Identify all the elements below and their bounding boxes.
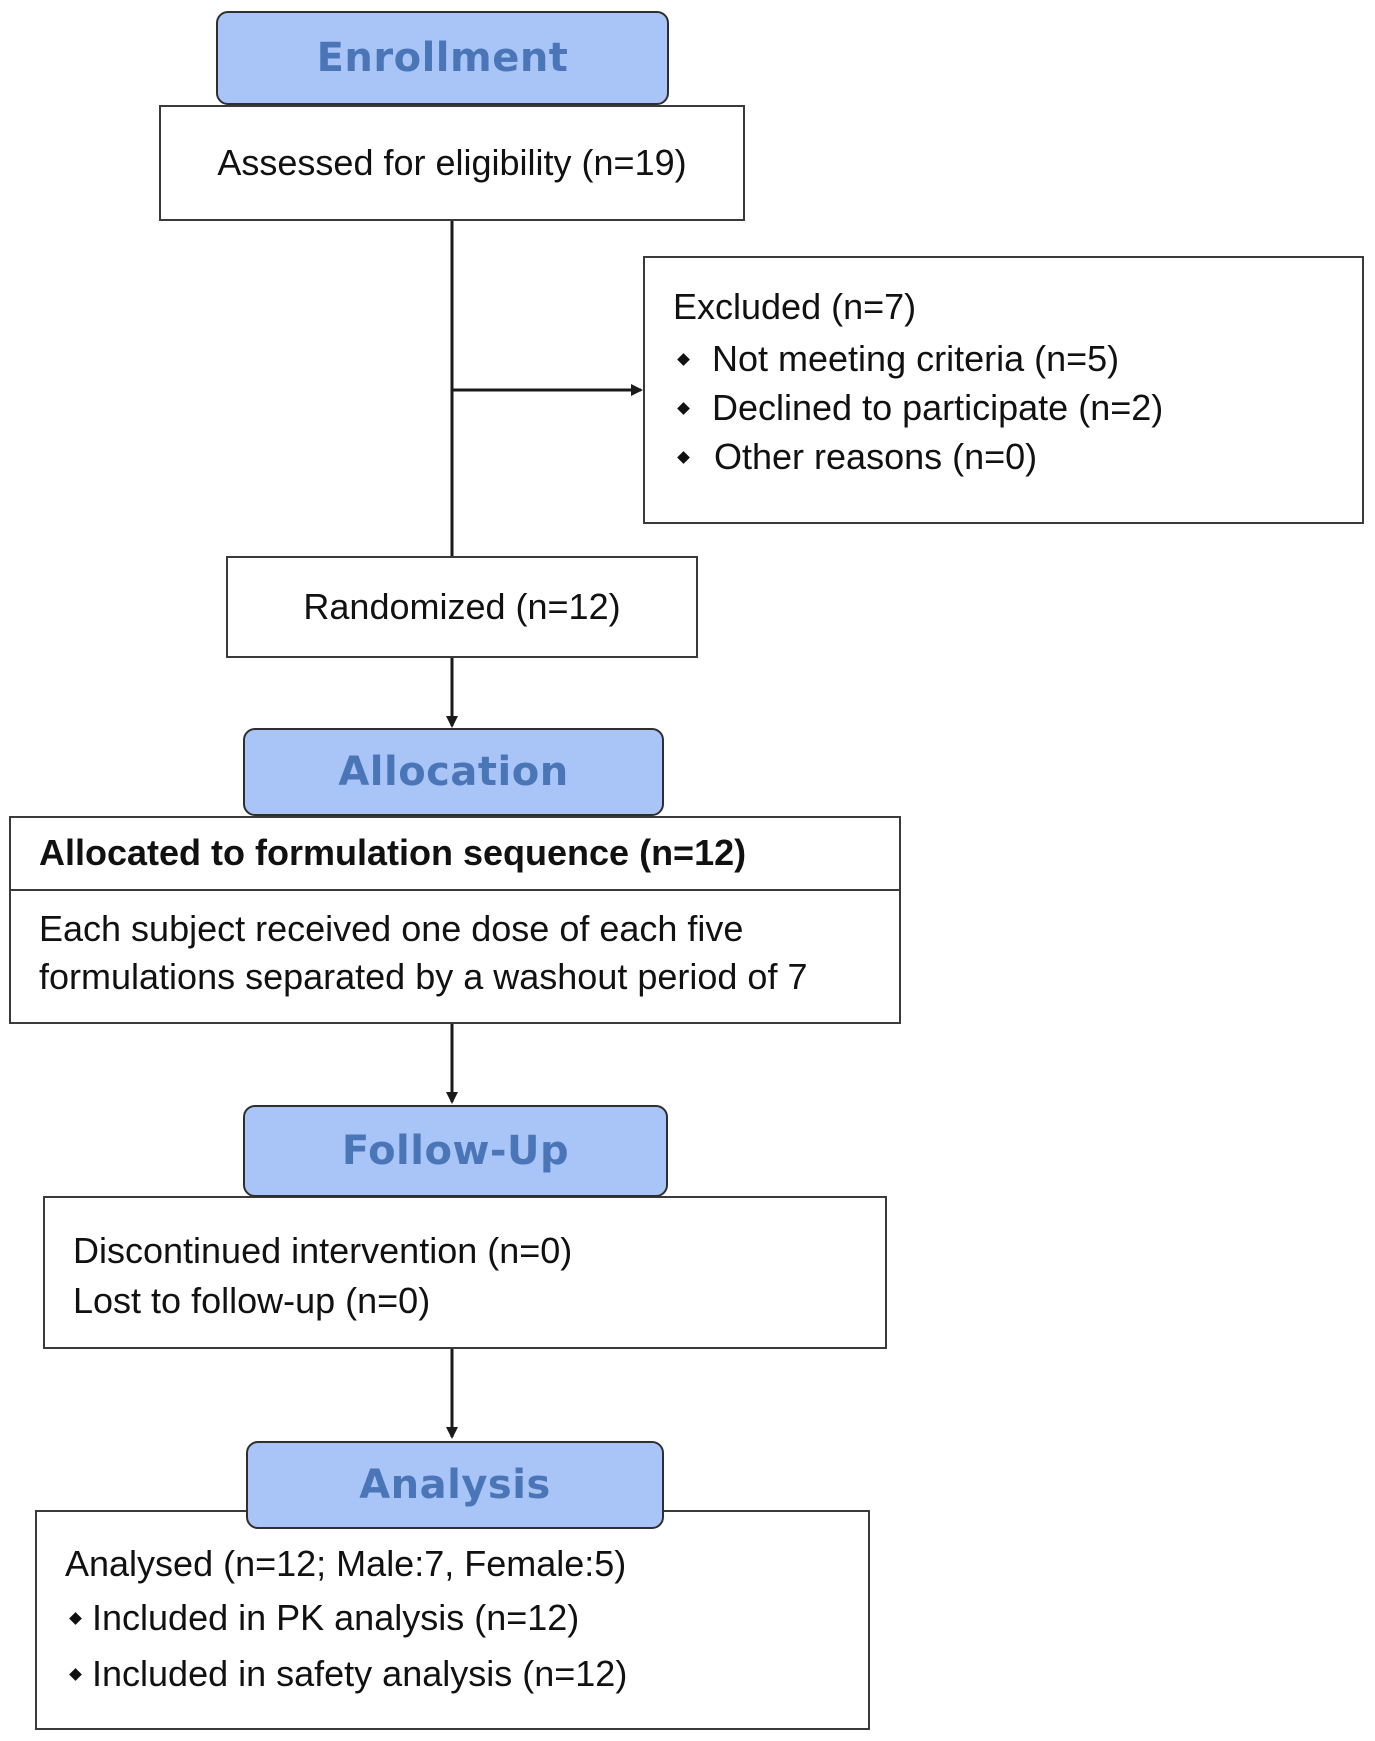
allocation-header: Allocated to formulation sequence (n=12): [11, 818, 899, 891]
bullet-icon: [69, 1611, 82, 1625]
assessed-box: Assessed for eligibility (n=19): [159, 105, 745, 221]
allocation-body: Each subject received one dose of each f…: [11, 891, 899, 1001]
analysis-box: Analysed (n=12; Male:7, Female:5) Includ…: [35, 1510, 870, 1730]
excluded-reason-item: Other reasons (n=0): [673, 433, 1362, 482]
excluded-reasons-list: Not meeting criteria (n=5) Declined to p…: [673, 335, 1362, 482]
excluded-reason-text: Other reasons (n=0): [714, 435, 1038, 477]
follow-up-line: Lost to follow-up (n=0): [73, 1280, 431, 1321]
follow-up-box: Discontinued intervention (n=0) Lost to …: [43, 1196, 887, 1349]
analysis-item-text: Included in safety analysis (n=12): [92, 1652, 628, 1694]
stage-enrollment: Enrollment: [216, 11, 669, 105]
randomized-box: Randomized (n=12): [226, 556, 698, 658]
stage-allocation-label: Allocation: [338, 749, 569, 795]
randomized-text: Randomized (n=12): [303, 585, 621, 627]
excluded-reason-item: Declined to participate (n=2): [673, 384, 1362, 433]
excluded-reason-text: Declined to participate (n=2): [712, 386, 1164, 428]
follow-up-line: Discontinued intervention (n=0): [73, 1230, 573, 1271]
bullet-icon: [677, 450, 690, 464]
analysis-item: Included in PK analysis (n=12): [65, 1590, 868, 1646]
stage-allocation: Allocation: [243, 728, 664, 816]
stage-follow-up: Follow-Up: [243, 1105, 668, 1197]
assessed-text: Assessed for eligibility (n=19): [217, 141, 687, 183]
bullet-icon: [677, 352, 690, 366]
analysis-item-text: Included in PK analysis (n=12): [92, 1596, 580, 1638]
analysis-title: Analysed (n=12; Male:7, Female:5): [65, 1543, 627, 1584]
excluded-box: Excluded (n=7) Not meeting criteria (n=5…: [643, 256, 1364, 524]
allocation-box: Allocated to formulation sequence (n=12)…: [9, 816, 901, 1024]
stage-enrollment-label: Enrollment: [316, 35, 569, 81]
stage-follow-up-label: Follow-Up: [341, 1128, 570, 1174]
analysis-item: Included in safety analysis (n=12): [65, 1646, 868, 1702]
allocation-body-line: Each subject received one dose of each f…: [39, 908, 744, 949]
stage-analysis-label: Analysis: [359, 1462, 551, 1508]
excluded-reason-item: Not meeting criteria (n=5): [673, 335, 1362, 384]
analysis-items-list: Included in PK analysis (n=12) Included …: [65, 1590, 868, 1702]
stage-analysis: Analysis: [246, 1441, 664, 1529]
bullet-icon: [69, 1667, 82, 1681]
allocation-header-text: Allocated to formulation sequence (n=12): [39, 832, 747, 874]
bullet-icon: [677, 401, 690, 415]
excluded-reason-text: Not meeting criteria (n=5): [712, 337, 1120, 379]
allocation-body-line: formulations separated by a washout peri…: [39, 956, 808, 997]
excluded-title: Excluded (n=7): [673, 286, 917, 327]
